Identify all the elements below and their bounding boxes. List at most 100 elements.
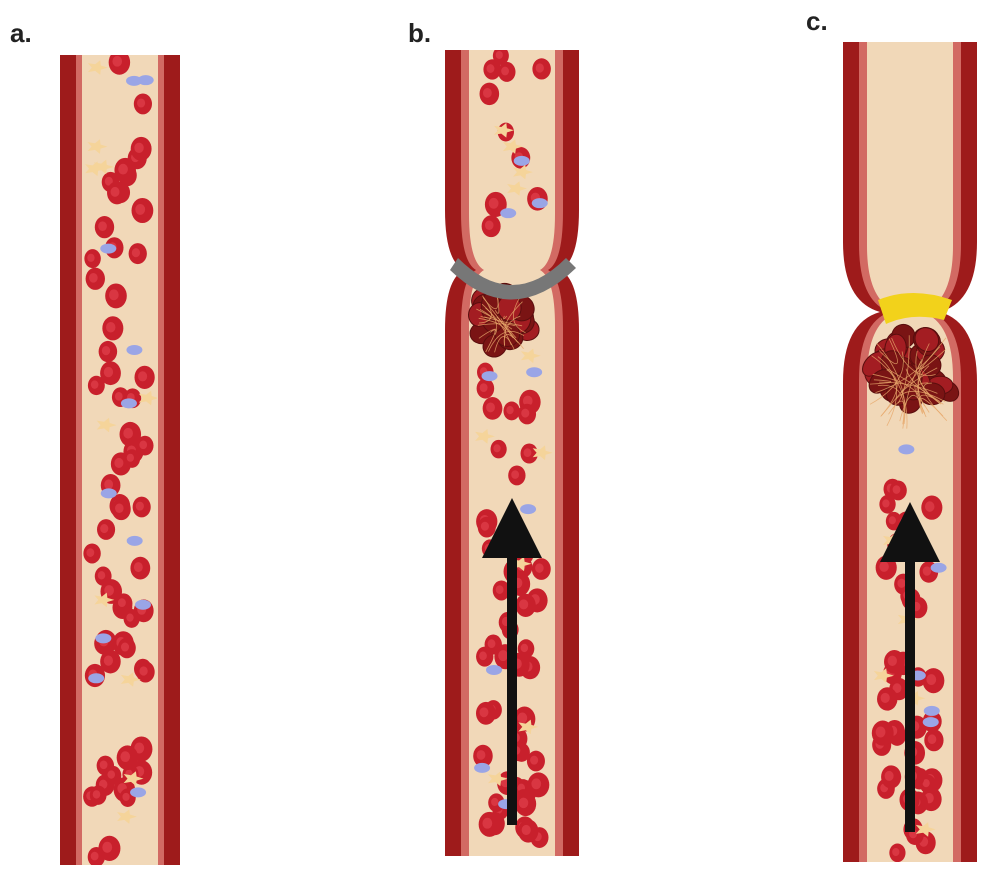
- red-blood-cell-highlight: [112, 55, 123, 67]
- fibrin-strand: [876, 343, 906, 424]
- red-blood-cell-highlight: [516, 547, 527, 558]
- red-blood-cell-highlight: [123, 427, 133, 439]
- fibrin-strand: [478, 317, 507, 331]
- white-blood-cell-icon: [134, 599, 151, 610]
- red-blood-cell-highlight: [134, 142, 144, 154]
- red-blood-cell-highlight: [892, 485, 901, 494]
- white-blood-cell-icon: [486, 664, 503, 675]
- fibrin-strand: [494, 336, 515, 353]
- red-blood-cell-highlight: [879, 561, 889, 572]
- white-blood-cell-icon: [474, 762, 491, 773]
- red-blood-cell-highlight: [104, 176, 113, 186]
- fibrin-strand: [879, 381, 938, 394]
- red-blood-cell-highlight: [118, 163, 128, 175]
- platelet-icon: [138, 390, 157, 406]
- platelet-icon: [532, 445, 553, 461]
- platelet-icon: [873, 668, 894, 683]
- platelet-icon: [475, 429, 495, 444]
- platelet-icon: [513, 164, 533, 180]
- red-blood-cell-highlight: [486, 402, 495, 413]
- red-blood-cell-highlight: [884, 770, 894, 781]
- fibrin-strand: [891, 337, 936, 376]
- fibrin-strand: [496, 316, 519, 343]
- red-blood-cell-highlight: [90, 851, 99, 861]
- fibrin-strand: [479, 309, 492, 319]
- red-blood-cell-highlight: [482, 87, 492, 98]
- red-blood-cell-highlight: [518, 797, 529, 809]
- red-blood-cell-highlight: [104, 479, 114, 490]
- fibrin-strand: [878, 338, 898, 365]
- white-blood-cell-icon: [126, 75, 143, 86]
- white-blood-cell-icon: [481, 371, 498, 382]
- clot-icon: [468, 282, 540, 358]
- platelet-icon: [87, 60, 108, 75]
- platelet-icon: [520, 348, 541, 364]
- panel-a-healthy-vessel: [60, 55, 180, 865]
- red-blood-cell-highlight: [122, 792, 130, 801]
- red-blood-cell-highlight: [99, 760, 108, 770]
- fibrin-strand: [877, 356, 897, 426]
- red-blood-cell-highlight: [479, 383, 488, 392]
- white-blood-cell-icon: [130, 787, 147, 798]
- fibrin-strand: [488, 331, 525, 352]
- platelet-icon: [94, 592, 115, 608]
- platelet-icon: [123, 771, 144, 786]
- white-blood-cell-icon: [95, 633, 112, 644]
- fibrin-strand: [918, 394, 944, 415]
- panel-label-c: c.: [806, 6, 828, 36]
- white-blood-cell-icon: [520, 504, 537, 515]
- red-blood-cell-highlight: [521, 408, 530, 418]
- fibrin-strand: [871, 355, 908, 429]
- red-blood-cell-highlight: [875, 726, 886, 738]
- red-blood-cell-highlight: [86, 548, 95, 557]
- red-blood-cell-highlight: [926, 674, 937, 686]
- panel-b-partial-occlusion: [445, 50, 579, 856]
- fibrin-strand: [923, 382, 948, 421]
- occlusion-plug-yellow: [878, 293, 952, 324]
- fibrin-strand: [905, 368, 933, 398]
- panel-label-a: a.: [10, 18, 32, 48]
- white-blood-cell-icon: [930, 562, 947, 573]
- red-blood-cell-highlight: [899, 516, 909, 527]
- blood-cells-a: [83, 55, 157, 865]
- red-blood-cell-highlight: [136, 98, 146, 108]
- white-blood-cell-icon: [100, 243, 117, 254]
- red-blood-cell-highlight: [519, 599, 529, 610]
- platelet-icon: [915, 822, 936, 837]
- fibrin-strand: [869, 379, 892, 385]
- red-blood-cell-highlight: [108, 289, 119, 301]
- red-blood-cell-highlight: [882, 499, 890, 508]
- occlusion-plug-grey: [450, 258, 576, 300]
- panel-label-b: b.: [408, 18, 431, 48]
- white-blood-cell-icon: [513, 155, 530, 166]
- white-blood-cell-icon: [137, 75, 154, 86]
- red-blood-cell-highlight: [535, 63, 544, 73]
- red-blood-cell-highlight: [506, 406, 514, 415]
- white-blood-cell-icon: [100, 488, 117, 499]
- red-blood-cell-highlight: [107, 770, 116, 779]
- red-blood-cell-highlight: [892, 683, 902, 693]
- red-blood-cell-highlight: [479, 707, 489, 718]
- red-blood-cell-highlight: [117, 598, 126, 608]
- red-blood-cell-highlight: [887, 655, 897, 666]
- red-blood-cell-highlight: [101, 346, 111, 356]
- red-blood-cell-highlight: [482, 817, 493, 829]
- fibrin-strand: [478, 328, 497, 339]
- red-blood-cell-highlight: [521, 824, 531, 836]
- red-blood-cell-highlight: [110, 186, 120, 197]
- red-blood-cell-highlight: [927, 734, 937, 745]
- red-blood-cell-highlight: [888, 516, 896, 525]
- red-blood-cell-highlight: [97, 571, 106, 580]
- white-blood-cell-icon: [531, 198, 548, 209]
- red-blood-cell-highlight: [135, 203, 146, 215]
- platelet-icon: [96, 417, 117, 433]
- red-blood-cell-highlight: [897, 578, 906, 588]
- red-blood-cell-highlight: [133, 562, 143, 573]
- platelet-icon: [85, 161, 106, 177]
- red-blood-cell-highlight: [106, 322, 116, 333]
- red-blood-cell-highlight: [517, 712, 528, 724]
- white-blood-cell-icon: [923, 705, 940, 716]
- fibrin-strand: [888, 400, 905, 429]
- red-blood-cell-highlight: [493, 444, 501, 453]
